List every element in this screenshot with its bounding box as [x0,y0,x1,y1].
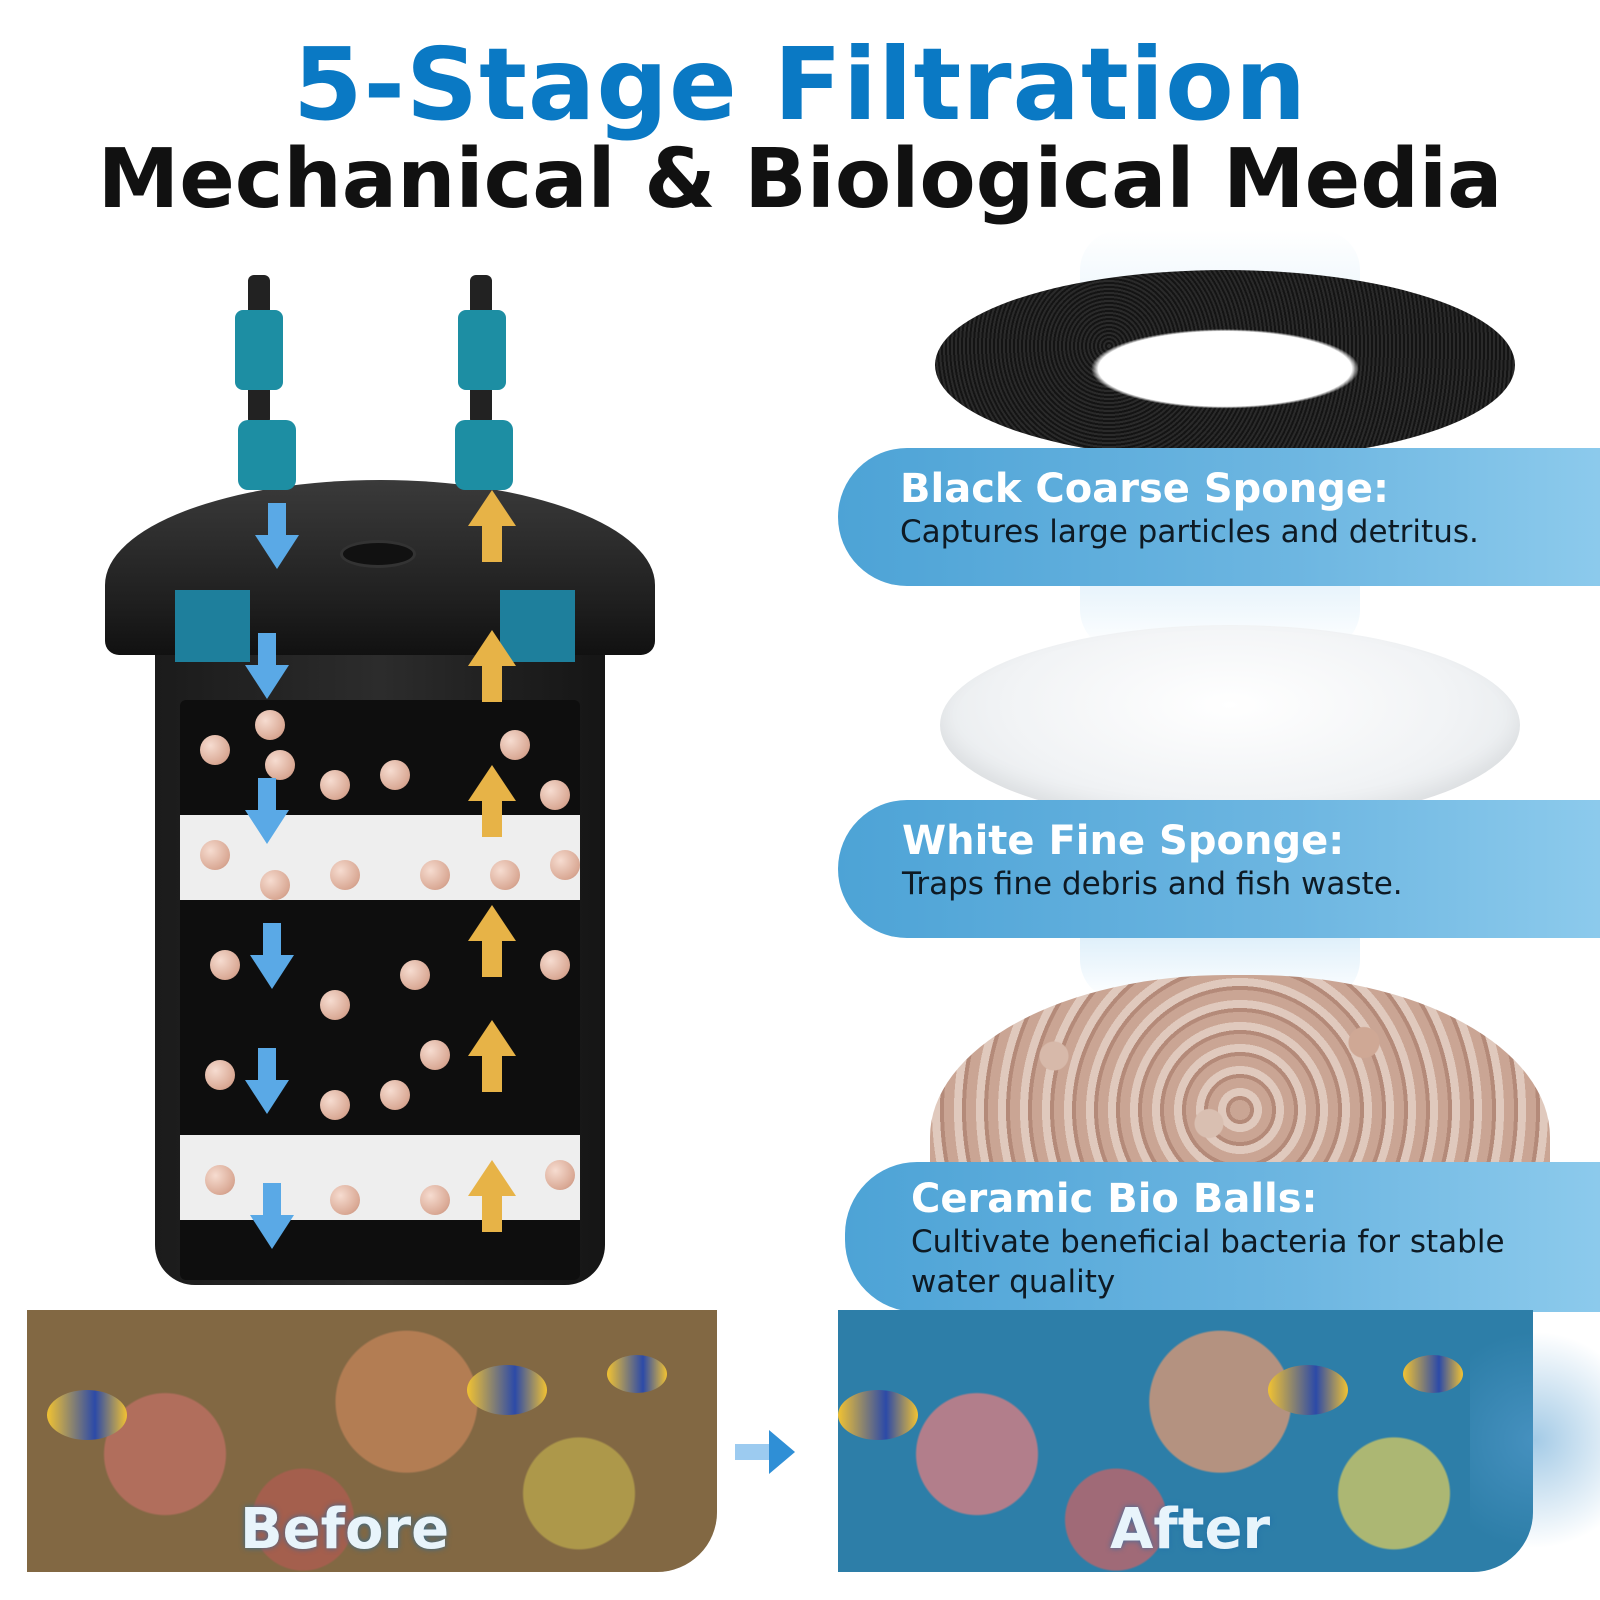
bio-ball [540,780,570,810]
stage-title: White Fine Sponge: [902,818,1345,864]
bio-ball [420,1040,450,1070]
bio-ball [255,710,285,740]
clear-water-overlay [838,1310,1533,1572]
black-coarse-sponge-image [935,270,1515,460]
lid-clip-left [175,590,250,662]
page-title: 5-Stage Filtration [292,26,1308,143]
stage-title: Ceramic Bio Balls: [911,1176,1318,1222]
water-flow-up-arrow [468,490,516,562]
bio-ball [320,1090,350,1120]
page-subtitle: Mechanical & Biological Media [97,132,1503,227]
bio-ball [420,860,450,890]
before-label: Before [240,1497,450,1562]
fish-icon [1268,1365,1348,1415]
water-flow-down-arrow [245,778,289,844]
bio-ball [400,960,430,990]
water-flow-down-arrow [245,633,289,699]
bio-ball [265,750,295,780]
bio-ball [420,1185,450,1215]
water-flow-down-arrow [250,1183,294,1249]
water-flow-down-arrow [245,1048,289,1114]
water-flow-up-arrow [468,630,516,702]
after-aquarium-image [838,1310,1533,1572]
bio-ball [205,1060,235,1090]
bio-ball [545,1160,575,1190]
bio-ball [380,760,410,790]
bio-ball [330,1185,360,1215]
before-aquarium-image [27,1310,717,1572]
bio-ball [200,735,230,765]
fish-icon [467,1365,547,1415]
fish-icon [47,1390,127,1440]
arrow-right-icon [735,1430,795,1474]
stage-band-black-coarse-sponge: Black Coarse Sponge: Captures large part… [838,448,1600,586]
water-flow-up-arrow [468,1160,516,1232]
water-flow-down-arrow [250,923,294,989]
water-flow-up-arrow [468,1020,516,1092]
outlet-valve [458,310,506,390]
bio-ball [260,870,290,900]
bio-ball [330,860,360,890]
bio-ball [320,990,350,1020]
stage-title: Black Coarse Sponge: [900,466,1390,512]
canister-cutaway [180,700,580,1280]
bio-ball [550,850,580,880]
water-flow-down-arrow [255,503,299,569]
bio-ball [500,730,530,760]
bio-ball [200,840,230,870]
water-flow-up-arrow [468,765,516,837]
water-flow-up-arrow [468,905,516,977]
bio-ball [490,860,520,890]
stage-description: Traps fine debris and fish waste. [902,866,1403,902]
after-label: After [1110,1497,1271,1562]
inlet-connector [238,420,296,490]
bio-ball [320,770,350,800]
fish-icon [1403,1355,1463,1393]
bio-ball [540,950,570,980]
stage-description: Cultivate beneficial bacteria for stable… [911,1224,1505,1300]
bio-ball [210,950,240,980]
murky-water-overlay [27,1310,717,1572]
water-splash [1470,1300,1600,1580]
stage-description: Captures large particles and detritus. [900,514,1479,550]
outlet-connector [455,420,513,490]
stage-band-white-fine-sponge: White Fine Sponge: Traps fine debris and… [838,800,1600,938]
bio-ball [380,1080,410,1110]
white-fine-sponge-image [940,625,1520,825]
fish-icon [838,1390,918,1440]
fish-icon [607,1355,667,1393]
inlet-valve [235,310,283,390]
stage-band-ceramic-bio-balls: Ceramic Bio Balls: Cultivate beneficial … [845,1162,1600,1312]
bio-ball [205,1165,235,1195]
lid-center-knob [340,540,416,568]
